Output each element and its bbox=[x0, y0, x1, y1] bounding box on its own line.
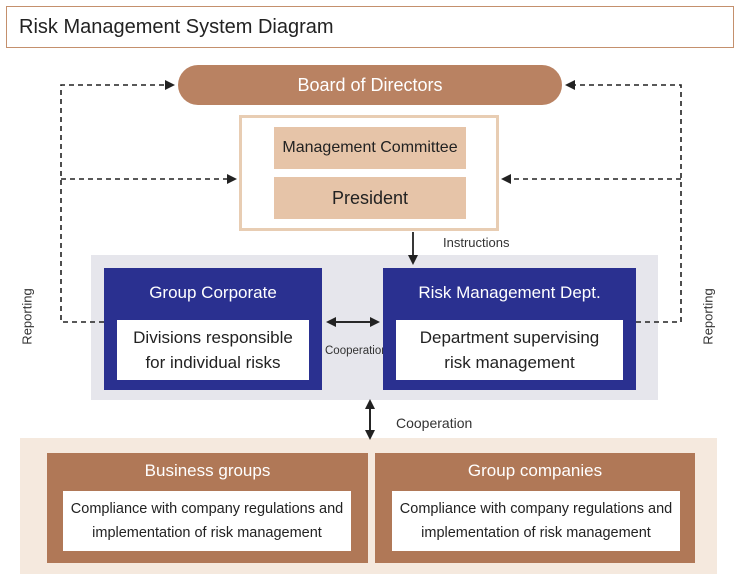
reporting-left-dashed bbox=[60, 80, 237, 323]
group-corporate-inner: Divisions responsible for individual ris… bbox=[117, 320, 309, 380]
risk-management-dept-line2: risk management bbox=[444, 353, 575, 372]
cooperation-inner-label: Cooperation bbox=[325, 345, 388, 357]
group-corporate-line2: for individual risks bbox=[145, 353, 281, 372]
business-groups-title: Business groups bbox=[144, 461, 271, 480]
business-groups-line2: implementation of risk management bbox=[92, 525, 322, 541]
instructions-label: Instructions bbox=[443, 235, 510, 250]
group-companies-line2: implementation of risk management bbox=[421, 525, 651, 541]
reporting-right-dashed bbox=[501, 80, 682, 323]
group-corporate-title: Group Corporate bbox=[149, 283, 277, 302]
reporting-right-label: Reporting bbox=[700, 288, 716, 345]
risk-management-dept-box: Risk Management Dept. Department supervi… bbox=[383, 268, 636, 390]
group-companies-box: Group companies Compliance with company … bbox=[375, 453, 695, 563]
group-companies-inner: Compliance with company regulations and … bbox=[392, 491, 680, 551]
group-corporate-line1: Divisions responsible bbox=[133, 328, 293, 347]
reporting-left-label: Reporting bbox=[19, 288, 35, 345]
board-of-directors-box: Board of Directors bbox=[178, 65, 562, 105]
risk-management-dept-inner: Department supervising risk management bbox=[396, 320, 623, 380]
management-committee-label: Management Committee bbox=[282, 139, 458, 156]
risk-management-dept-title: Risk Management Dept. bbox=[418, 283, 601, 302]
president-box: President bbox=[274, 177, 466, 219]
board-of-directors-label: Board of Directors bbox=[297, 74, 443, 95]
management-committee-box: Management Committee bbox=[274, 127, 466, 169]
page-title-text: Risk Management System Diagram bbox=[19, 15, 334, 38]
group-companies-line1: Compliance with company regulations and bbox=[399, 501, 673, 517]
business-groups-inner: Compliance with company regulations and … bbox=[63, 491, 351, 551]
group-corporate-box: Group Corporate Divisions responsible fo… bbox=[104, 268, 322, 390]
business-groups-line1: Compliance with company regulations and bbox=[70, 501, 344, 517]
business-groups-box: Business groups Compliance with company … bbox=[47, 453, 368, 563]
page-title: Risk Management System Diagram bbox=[6, 6, 734, 48]
cooperation-outer-label: Cooperation bbox=[396, 415, 473, 431]
risk-management-dept-line1: Department supervising bbox=[419, 328, 600, 347]
group-companies-title: Group companies bbox=[467, 461, 603, 480]
president-label: President bbox=[331, 187, 409, 208]
